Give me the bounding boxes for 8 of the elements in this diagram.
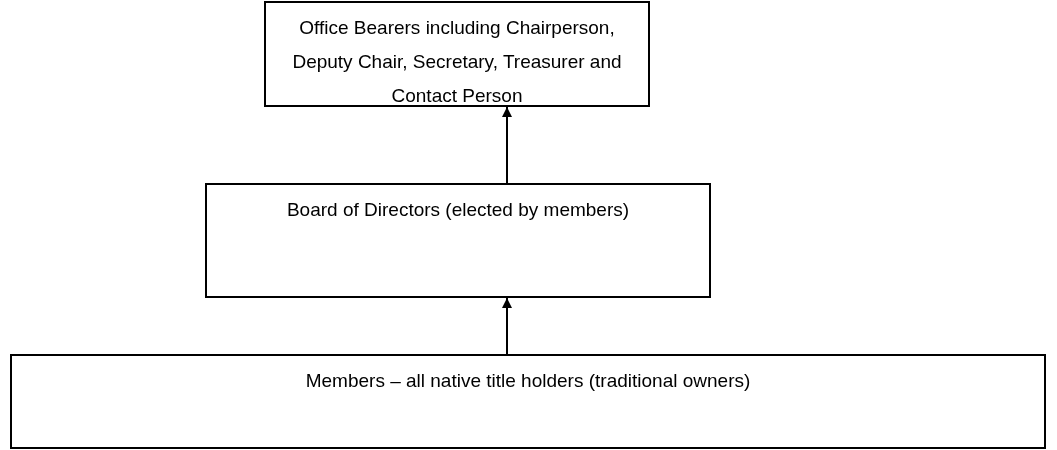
box	[10, 354, 1046, 449]
box-text: Office Bearers including Chairperson, Deputy Chair, Secretary, Treasurer and Contact Person	[291, 16, 623, 108]
box-text: Board of Directors (elected by members)	[286, 198, 630, 222]
arrow	[502, 297, 512, 355]
box-text: Members – all native title holders (traditional owners)	[305, 369, 751, 393]
box	[264, 1, 650, 107]
box	[205, 183, 711, 298]
arrow	[502, 106, 512, 184]
